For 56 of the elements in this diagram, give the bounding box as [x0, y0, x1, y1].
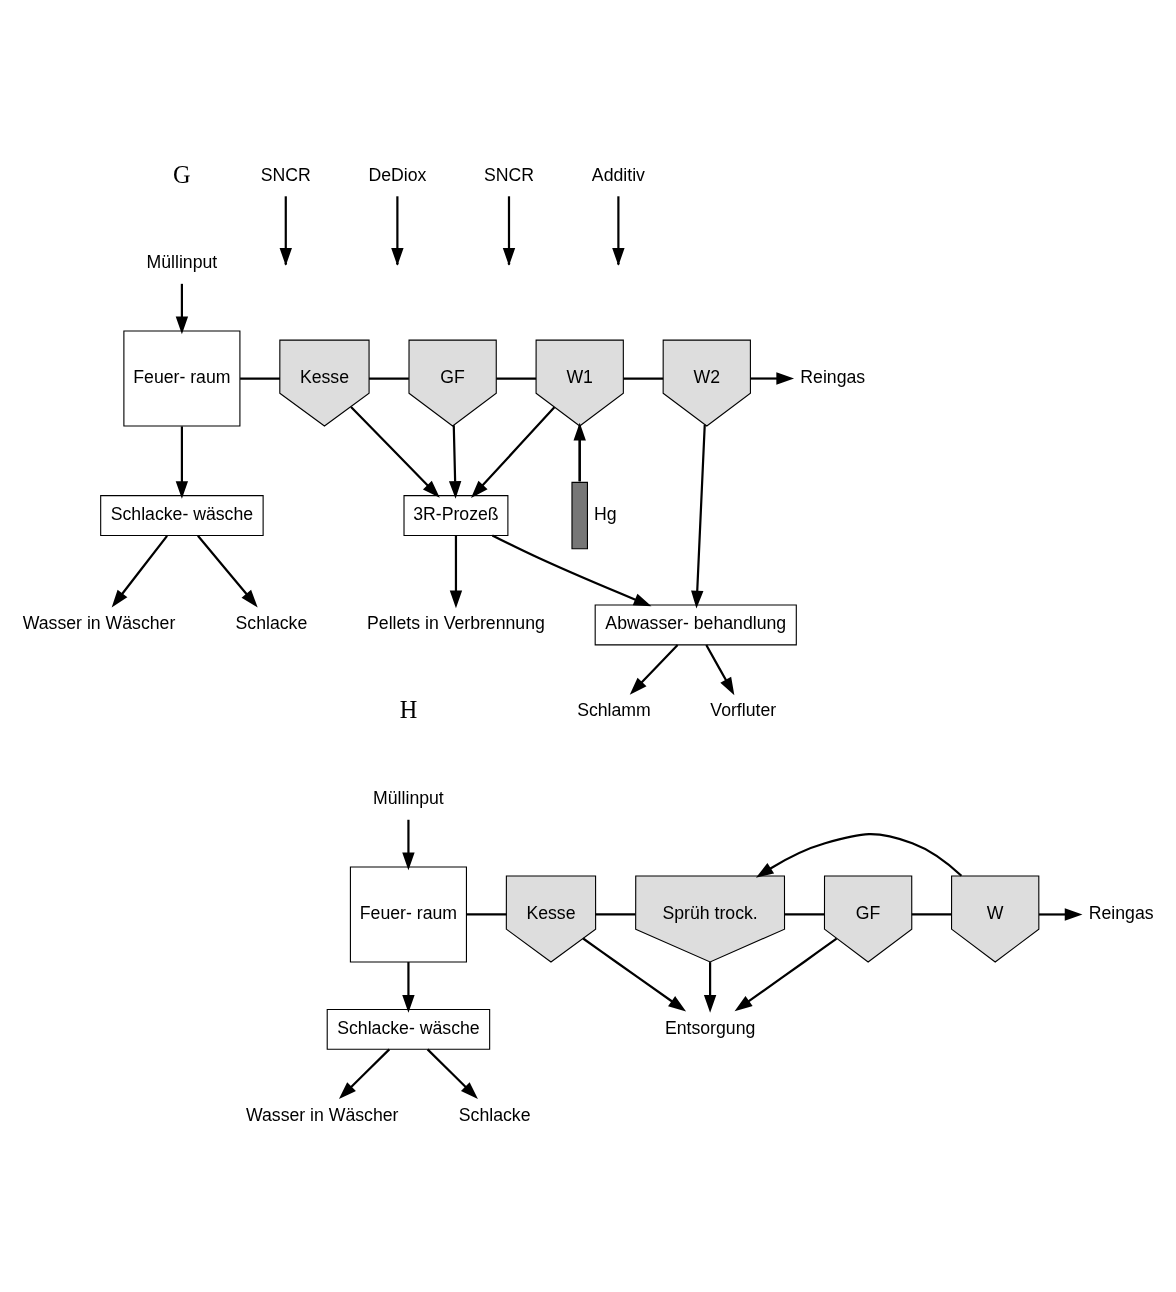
- arrow: [197, 534, 258, 607]
- label: H: [399, 695, 418, 723]
- node-text: Vorfluter: [710, 699, 777, 720]
- node-box: Feuer- raum: [123, 329, 241, 427]
- node-box: Feuer- raum: [349, 865, 467, 963]
- arrow: [402, 961, 415, 1013]
- node-text: DeDiox: [368, 164, 427, 185]
- arrow: [629, 643, 679, 695]
- node-text: Schlacke: [458, 1104, 531, 1125]
- connector: [496, 376, 537, 380]
- connector: [240, 376, 280, 380]
- connector: [623, 376, 664, 380]
- arrow: [703, 961, 717, 1013]
- arrow: [175, 283, 189, 334]
- arrow: [691, 424, 706, 608]
- arrow: [426, 1048, 478, 1099]
- arrow: [734, 937, 838, 1011]
- arrow: [338, 1048, 391, 1099]
- node-text: Schlamm: [577, 699, 651, 720]
- arrow: [491, 534, 652, 606]
- node-text: Schlacke: [235, 612, 308, 633]
- label: G: [173, 160, 191, 187]
- connector: [369, 376, 409, 380]
- node-text: Pellets in Verbrennung: [367, 612, 545, 633]
- connector: [595, 912, 636, 916]
- arrow: [350, 405, 440, 498]
- connector: [784, 912, 825, 916]
- connector: [466, 912, 507, 916]
- arrow: [750, 371, 795, 385]
- node-text: Entsorgung: [664, 1017, 756, 1038]
- node-text: Müllinput: [146, 251, 218, 272]
- node-text: Müllinput: [373, 787, 444, 808]
- node-box: Schlacke- wäsche: [100, 494, 264, 536]
- arrow: [471, 406, 556, 498]
- arrow: [705, 643, 735, 695]
- node-text: Wasser in Wäscher: [245, 1104, 399, 1125]
- node-box: 3R-Prozeß: [403, 494, 509, 536]
- arrow: [1039, 907, 1083, 921]
- node-text: Reingas: [1088, 902, 1154, 923]
- node-text: Wasser in Wäscher: [22, 612, 176, 633]
- arrow: [573, 422, 586, 481]
- connector: [911, 912, 952, 916]
- node-box: Schlacke- wäsche: [326, 1008, 491, 1050]
- node-box: Abwasser- behandlung: [594, 604, 797, 645]
- arrow: [755, 832, 963, 878]
- node-text: SNCR: [483, 164, 535, 185]
- node-text: Additiv: [591, 164, 645, 185]
- node-text: Reingas: [800, 366, 866, 387]
- arrow: [448, 424, 462, 499]
- arrow: [449, 535, 463, 608]
- node-text: SNCR: [260, 164, 311, 185]
- arrow: [111, 534, 168, 607]
- arrow: [175, 425, 189, 499]
- arrow: [582, 937, 687, 1011]
- node-label: Hg: [594, 503, 617, 524]
- arrow: [402, 819, 415, 870]
